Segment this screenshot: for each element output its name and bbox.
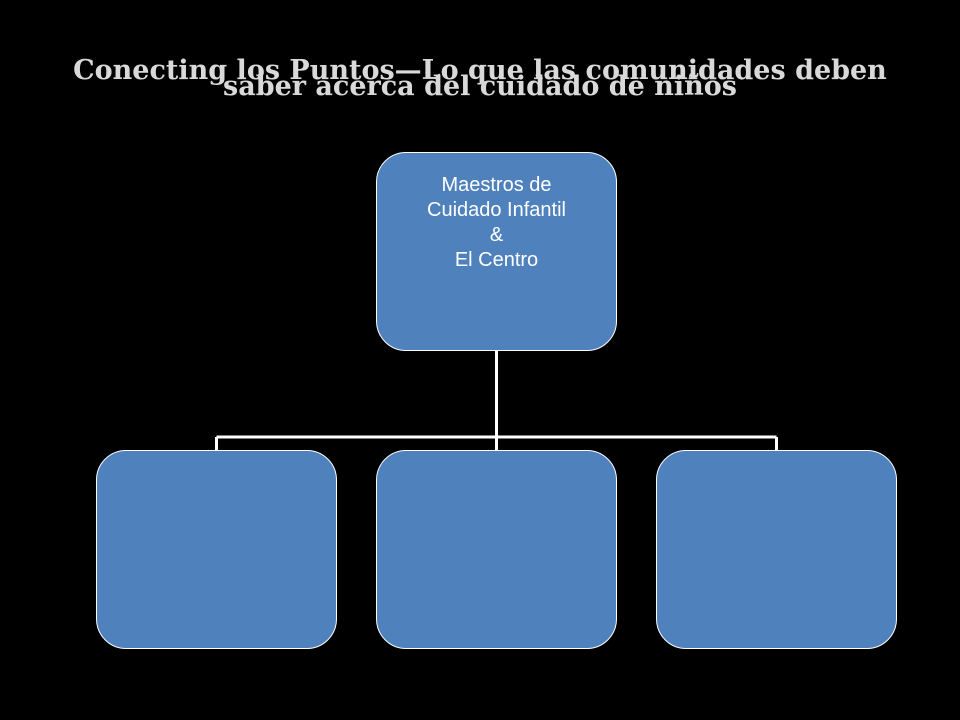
org-chart-child-box-1[interactable] <box>96 450 337 649</box>
org-chart-root-box[interactable]: Maestros de Cuidado Infantil & El Centro <box>376 152 617 351</box>
org-chart-root-label: Maestros de Cuidado Infantil & El Centro <box>427 174 566 271</box>
org-chart-child-box-3[interactable] <box>656 450 897 649</box>
slide-title-line-1: Conecting los Puntos—Lo que las comunida… <box>73 55 887 86</box>
slide-title-line-2: saber acerca del cuidado de niños <box>223 71 737 102</box>
org-chart-child-box-2[interactable] <box>376 450 617 649</box>
